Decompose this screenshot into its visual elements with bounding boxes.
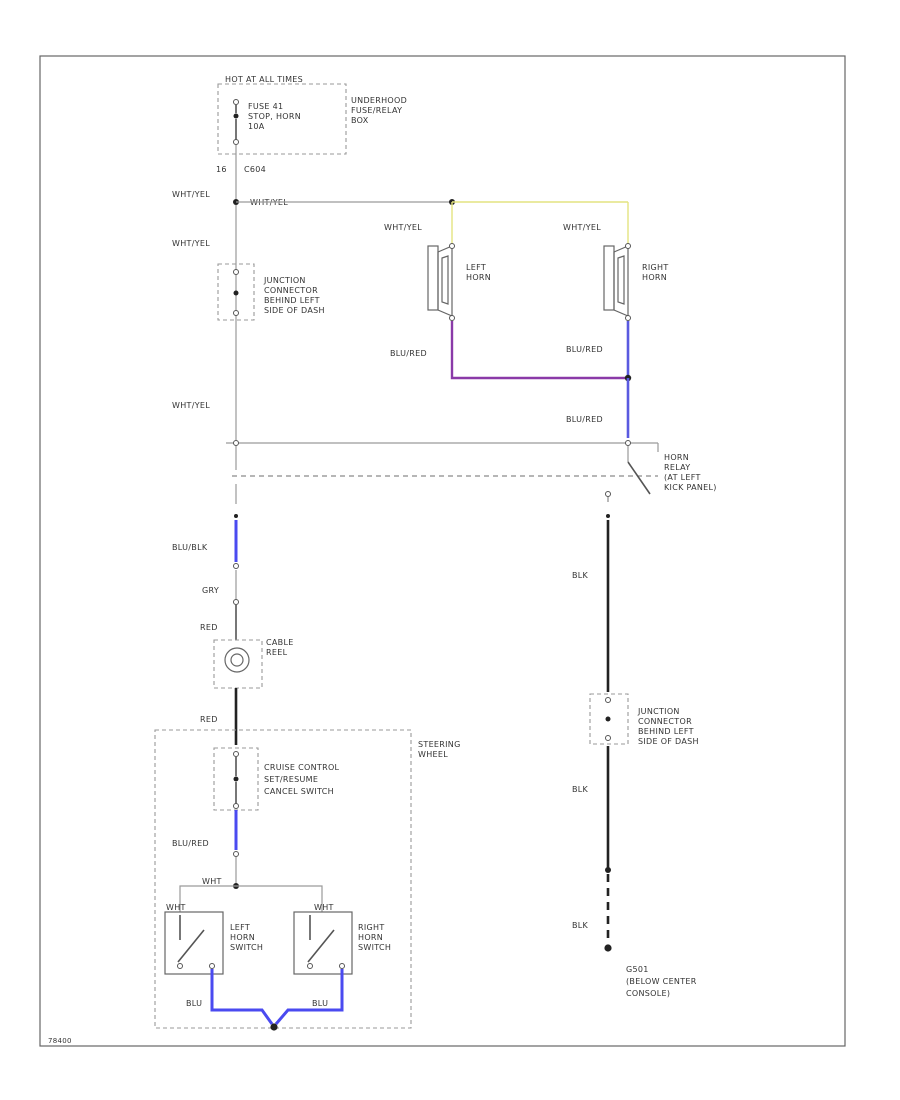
fuse-41: [233, 99, 239, 145]
horn-relay-label-4: KICK PANEL): [664, 483, 717, 492]
horn-switch-feed-wire: [179, 885, 323, 912]
steering-wheel-box: [154, 729, 412, 1029]
cable-reel-top-label: RED: [200, 623, 218, 632]
wire-label-blu-blk: BLU/BLK: [172, 543, 208, 552]
underhood-label-3: BOX: [351, 116, 369, 125]
steering-ground: [270, 1023, 278, 1031]
wire-label-blk-1: BLK: [572, 571, 589, 580]
wire-label-wht: WHT: [202, 877, 222, 886]
jc1-label-2: CONNECTOR: [264, 286, 318, 295]
wire-label-wht-left-switch: WHT: [166, 903, 186, 912]
wire-label-blu-left: BLU: [186, 999, 202, 1008]
right-horn-label-2: HORN: [642, 273, 667, 282]
jc1-label-4: SIDE OF DASH: [264, 306, 325, 315]
junction-connector-2: [589, 693, 629, 745]
jc2-label-1: JUNCTION: [637, 707, 680, 716]
underhood-label-1: UNDERHOOD: [351, 96, 407, 105]
underhood-label-2: FUSE/RELAY: [351, 106, 402, 115]
cruise-label-3: CANCEL SWITCH: [264, 787, 334, 796]
ground-label-2: CONSOLE): [626, 989, 670, 998]
left-horn-return-wire: [450, 321, 628, 380]
wire-label-blu-red-left: BLU/RED: [390, 349, 427, 358]
horn-relay-label-2: RELAY: [664, 463, 691, 472]
horn-relay-switch: [627, 461, 651, 495]
wire-label-wht-yel-lower: WHT/YEL: [172, 401, 210, 410]
cruise-label-1: CRUISE CONTROL: [264, 763, 340, 772]
cable-reel-icon: [224, 647, 250, 673]
left-horn-sw-label-3: SWITCH: [230, 943, 263, 952]
cable-reel-label-2: REEL: [266, 648, 288, 657]
underhood-fuse-box: [217, 83, 347, 155]
cruise-label-2: SET/RESUME: [264, 775, 318, 784]
wire-label-wht-yel-jc: WHT/YEL: [172, 239, 210, 248]
fuse-label-3: 10A: [248, 122, 265, 131]
wire-label-red: RED: [200, 715, 218, 724]
connector-number-16: 16: [216, 165, 227, 174]
jc2-label-4: SIDE OF DASH: [638, 737, 699, 746]
hot-at-all-times-label: HOT AT ALL TIMES: [225, 75, 303, 84]
figure-id: 78400: [48, 1037, 72, 1045]
jc1-label-3: BEHIND LEFT: [264, 296, 320, 305]
blu-left-ground-wire: [210, 969, 274, 1025]
jc2-label-3: BEHIND LEFT: [638, 727, 694, 736]
connector-c604: C604: [244, 165, 266, 174]
steering-label-2: WHEEL: [418, 750, 448, 759]
left-horn: [427, 243, 455, 321]
horn-relay-label-3: (AT LEFT: [664, 473, 701, 482]
wire-label-blu-red-right: BLU/RED: [566, 345, 603, 354]
ground-label-1: (BELOW CENTER: [626, 977, 697, 986]
wire-label-blk-2: BLK: [572, 785, 589, 794]
ground-code: G501: [626, 965, 649, 974]
left-horn-label-1: LEFT: [466, 263, 486, 272]
blu-right-ground-wire: [274, 969, 344, 1025]
jc2-label-2: CONNECTOR: [638, 717, 692, 726]
left-horn-sw-label-1: LEFT: [230, 923, 250, 932]
wire-label-blu-red-relay: BLU/RED: [566, 415, 603, 424]
jc1-label-1: JUNCTION: [263, 276, 306, 285]
horn-relay-label-1: HORN: [664, 453, 689, 462]
wire-label-wht-yel-top-left: WHT/YEL: [172, 190, 210, 199]
wire-label-wht-yel-right-horn: WHT/YEL: [563, 223, 601, 232]
left-horn-sw-label-2: HORN: [230, 933, 255, 942]
diagram-frame: [39, 55, 846, 1047]
left-horn-switch: [164, 911, 224, 975]
fuse-label-1: FUSE 41: [248, 102, 283, 111]
junction-connector-1: [217, 263, 255, 321]
right-horn: [603, 243, 631, 321]
right-horn-sw-label-2: HORN: [358, 933, 383, 942]
right-horn-sw-label-3: SWITCH: [358, 943, 391, 952]
fuse-label-2: STOP, HORN: [248, 112, 301, 121]
right-horn-sw-label-1: RIGHT: [358, 923, 385, 932]
wire-label-blu-red-lower: BLU/RED: [172, 839, 209, 848]
right-horn-switch: [293, 911, 353, 975]
wire-label-wht-right-switch: WHT: [314, 903, 334, 912]
cable-reel-label-1: CABLE: [266, 638, 294, 647]
cable-reel-housing: [213, 639, 263, 689]
wire-label-wht-yel-left-horn: WHT/YEL: [384, 223, 422, 232]
ground-g501: [604, 944, 612, 952]
left-horn-label-2: HORN: [466, 273, 491, 282]
wire-label-blk-3: BLK: [572, 921, 589, 930]
steering-label-1: STEERING: [418, 740, 461, 749]
wire-label-blu-right: BLU: [312, 999, 328, 1008]
right-horn-label-1: RIGHT: [642, 263, 669, 272]
wire-label-gry: GRY: [202, 586, 219, 595]
